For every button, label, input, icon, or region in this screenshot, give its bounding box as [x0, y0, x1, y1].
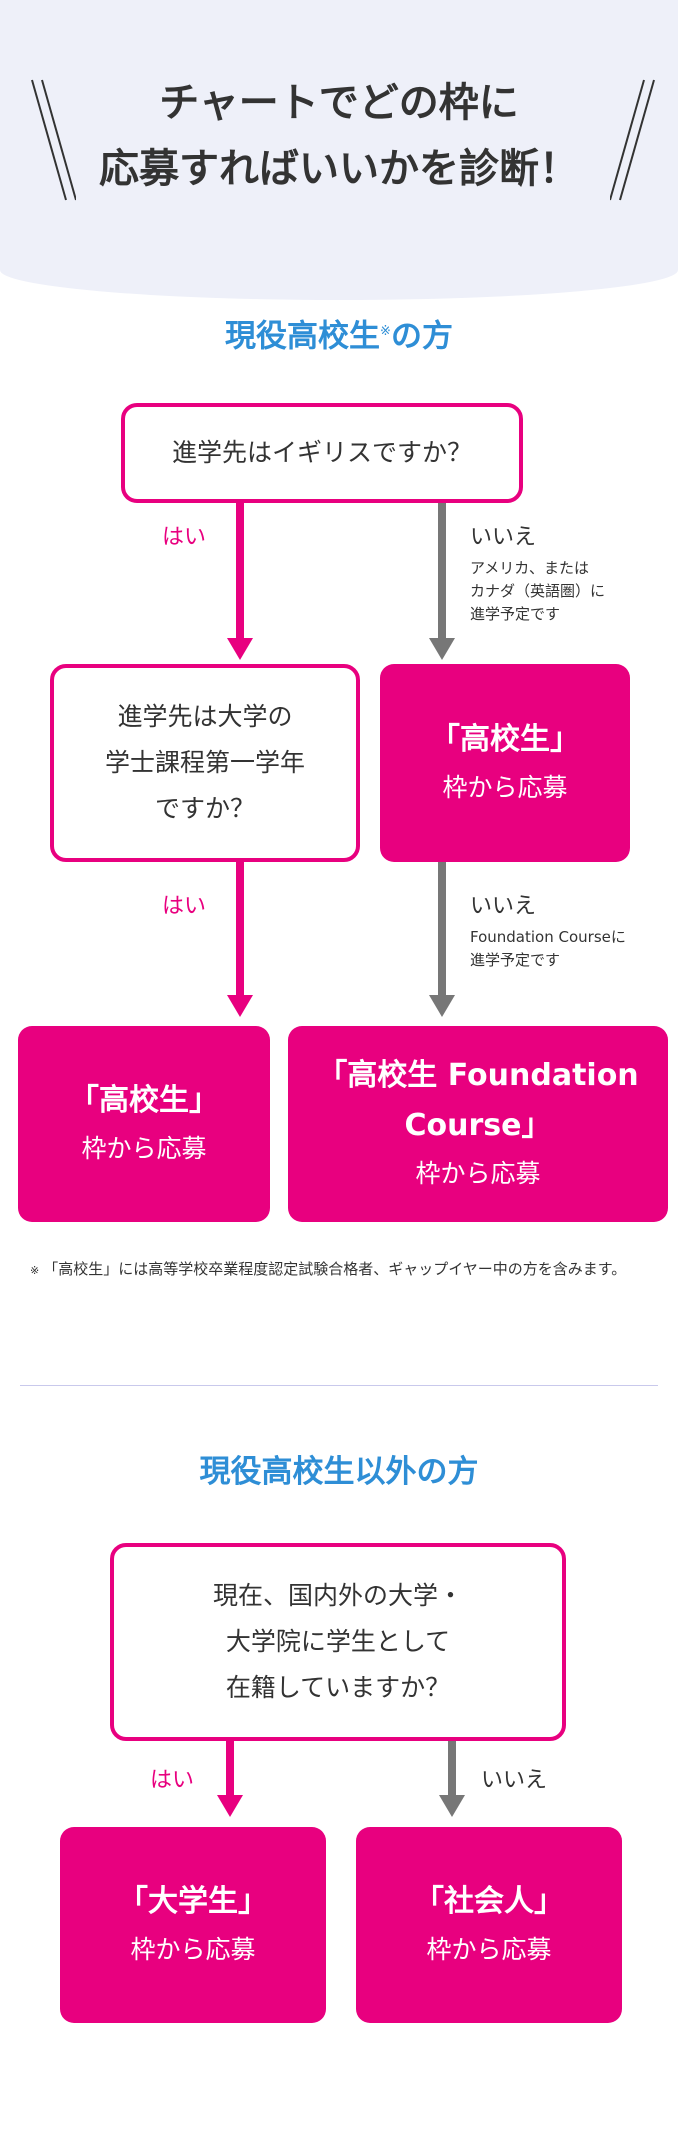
- q3-no-label: いいえ: [470, 894, 537, 919]
- section1-title-suffix: の方: [390, 318, 453, 355]
- q1-no-note-line1: アメリカ、または: [470, 559, 589, 577]
- footnote: ※「高校生」には高等学校卒業程度認定試験合格者、ギャップイヤー中の方を含みます。: [30, 1258, 660, 1282]
- result-foundation: 「高校生 Foundation Course」 枠から応募: [288, 1026, 668, 1222]
- q3-no-note-line1: Foundation Courseに: [470, 928, 626, 946]
- s2-yes-label: はい: [150, 1768, 195, 1793]
- question-bachelor-line1: 進学先は大学の: [117, 702, 293, 731]
- question-bachelor: 進学先は大学の 学士課程第一学年 ですか？: [50, 664, 360, 862]
- result-adult-main: 「社会人」: [414, 1884, 564, 1919]
- q1-no-note-line3: 進学予定です: [470, 605, 561, 623]
- q2-yes-label: はい: [162, 894, 207, 919]
- result-highschool-direct: 「高校生」 枠から応募: [380, 664, 630, 862]
- q1-yes-label: はい: [162, 525, 207, 550]
- s2-no-label: いいえ: [481, 1768, 548, 1793]
- result-foundation-main1: 「高校生 Foundation: [317, 1058, 639, 1093]
- footnote-mark: ※: [30, 1264, 40, 1277]
- header-banner: チャートでどの枠に 応募すればいいかを診断！: [0, 0, 678, 300]
- arrow-s2-no: [439, 1741, 465, 1817]
- question-enrolled-line1: 現在、国内外の大学・: [212, 1581, 463, 1610]
- header-title-line1: チャートでどの枠に: [159, 80, 519, 126]
- arrow-q3-no: [429, 862, 455, 1017]
- result-adult-sub: 枠から応募: [426, 1935, 552, 1964]
- q1-no-note: アメリカ、または カナダ（英語圏）に 進学予定です: [470, 557, 605, 626]
- result-highschool-main: 「高校生」: [69, 1083, 219, 1118]
- arrow-q2-yes: [227, 862, 253, 1017]
- result-adult: 「社会人」 枠から応募: [356, 1827, 622, 2023]
- section1-title-text: 現役高校生: [225, 318, 381, 355]
- question-bachelor-line3: ですか？: [154, 794, 255, 823]
- section-divider: [20, 1385, 658, 1386]
- q3-no-note-line2: 進学予定です: [470, 951, 561, 969]
- result-highschool-sub: 枠から応募: [81, 1134, 207, 1163]
- result-university-main: 「大学生」: [118, 1884, 268, 1919]
- question-uk: 進学先はイギリスですか？: [121, 403, 523, 503]
- q3-no-note: Foundation Courseに 進学予定です: [470, 926, 626, 972]
- header-title: チャートでどの枠に 応募すればいいかを診断！: [0, 70, 678, 202]
- result-university-sub: 枠から応募: [130, 1935, 256, 1964]
- section1-title: 現役高校生※の方: [0, 312, 678, 356]
- right-slash-decoration: [610, 79, 655, 201]
- question-uk-text: 進学先はイギリスですか？: [171, 438, 472, 467]
- result-highschool-direct-main: 「高校生」: [430, 722, 580, 757]
- footnote-text: 「高校生」には高等学校卒業程度認定試験合格者、ギャップイヤー中の方を含みます。: [43, 1260, 627, 1278]
- result-highschool: 「高校生」 枠から応募: [18, 1026, 270, 1222]
- arrow-s2-yes: [217, 1741, 243, 1817]
- question-bachelor-line2: 学士課程第一学年: [104, 748, 305, 777]
- result-university: 「大学生」 枠から応募: [60, 1827, 326, 2023]
- result-foundation-main2: Course」: [404, 1108, 552, 1143]
- section1-title-mark: ※: [380, 324, 391, 339]
- left-slash-decoration: [31, 79, 76, 201]
- result-foundation-sub: 枠から応募: [415, 1159, 541, 1188]
- section2-title: 現役高校生以外の方: [199, 1454, 479, 1490]
- header-title-line2: 応募すればいいかを診断！: [99, 146, 579, 192]
- arrow-q1-no: [429, 503, 455, 660]
- question-enrolled: 現在、国内外の大学・ 大学院に学生として 在籍していますか？: [110, 1543, 566, 1741]
- q1-no-note-line2: カナダ（英語圏）に: [470, 582, 606, 600]
- question-enrolled-line3: 在籍していますか？: [225, 1673, 451, 1702]
- q1-no-label: いいえ: [470, 525, 537, 550]
- result-highschool-direct-sub: 枠から応募: [442, 773, 568, 802]
- question-enrolled-line2: 大学院に学生として: [225, 1627, 451, 1656]
- arrow-q1-yes: [227, 503, 253, 660]
